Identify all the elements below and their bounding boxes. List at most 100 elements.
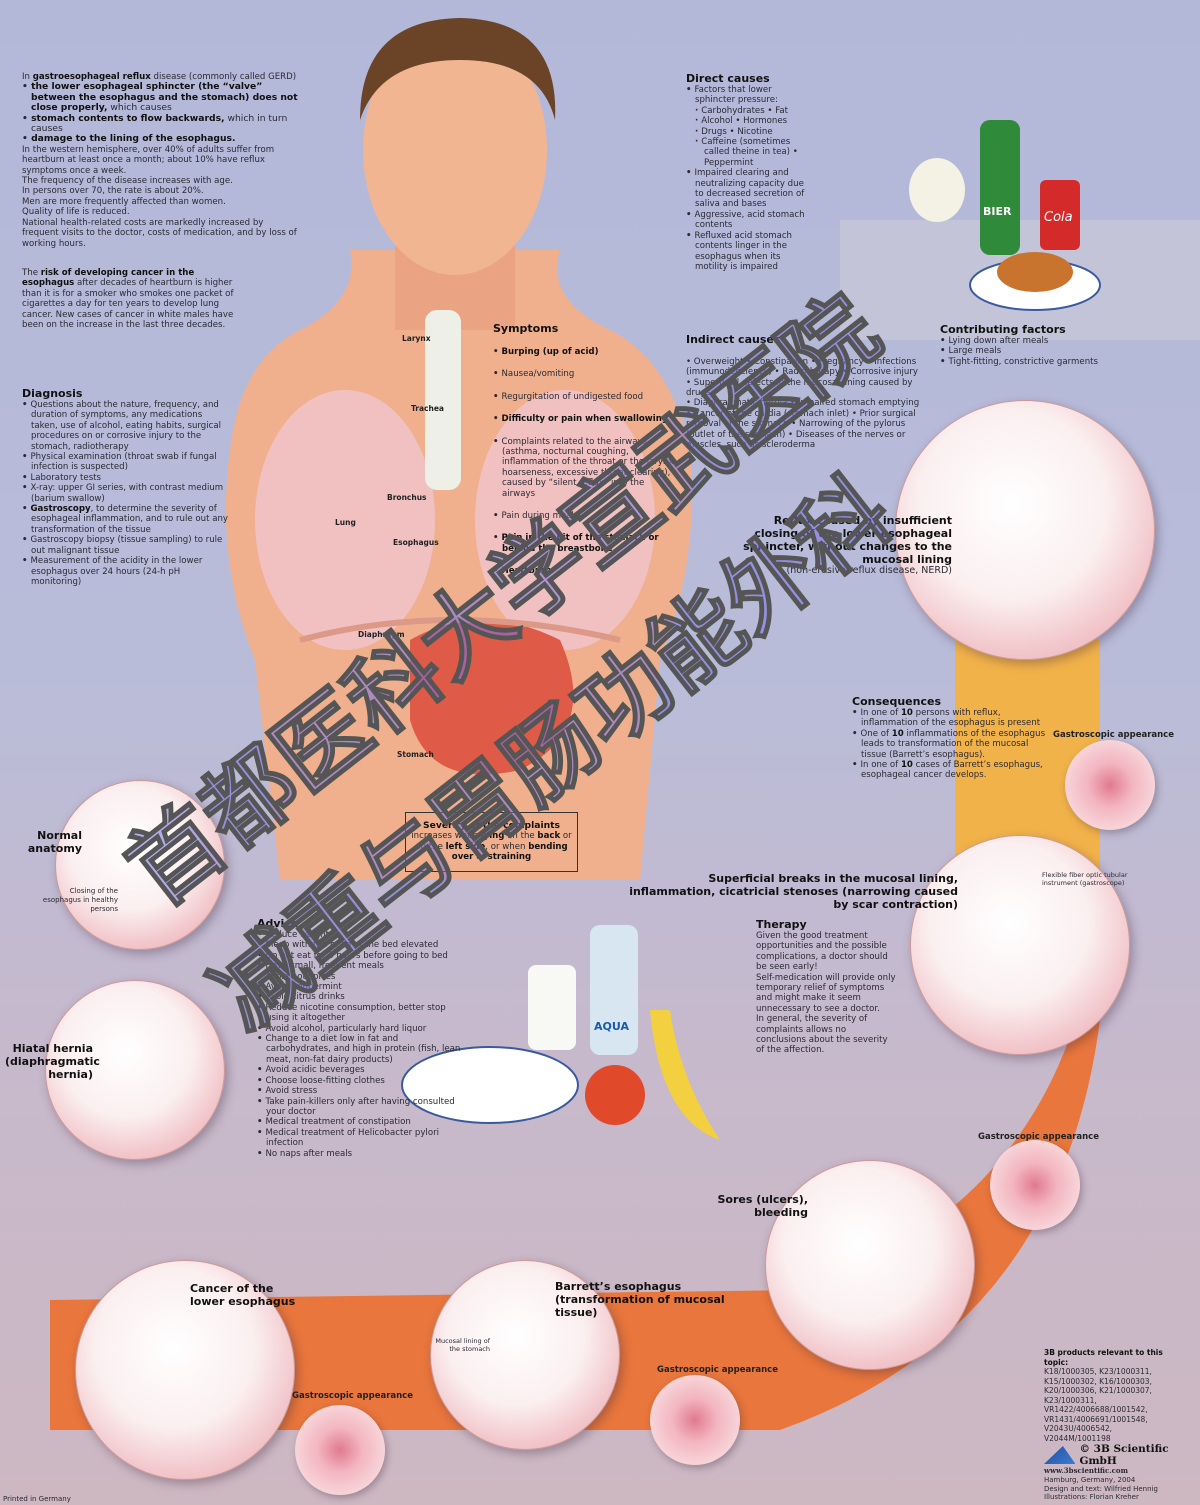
- reflux-caption: Reflux caused by insufficient closing of…: [730, 514, 952, 576]
- 3b-logo-icon: [1044, 1446, 1076, 1464]
- bold-text: bending over: [451, 841, 568, 863]
- severity-title: Severity of the complaints: [422, 820, 560, 831]
- advice-list: Reduce weightSleep with the head of the …: [257, 930, 462, 1159]
- list-item: Avoid peppermint: [257, 982, 462, 992]
- therapy-paragraph: In general, the severity of complaints a…: [756, 1014, 888, 1056]
- list-item: Gastroscopy biopsy (tissue sampling) to …: [22, 535, 230, 556]
- cancer-caption: Cancer of the lower esophagus: [190, 1282, 296, 1308]
- diagnosis-title: Diagnosis: [22, 387, 83, 400]
- list-item: Medical treatment of Helicobacter pylori…: [257, 1128, 462, 1149]
- intro-paragraph: National health-related costs are marked…: [22, 217, 297, 249]
- severity-body: increases when lying on the back or on t…: [406, 831, 577, 862]
- indirect-causes-title: Indirect causes: [686, 333, 781, 347]
- list-item: Gastroscopy, to determine the severity o…: [22, 504, 230, 535]
- list-item: Medical treatment of constipation: [257, 1117, 462, 1127]
- bold-text: stomach contents to flow backwards,: [31, 112, 225, 124]
- list-item: X-ray: upper GI series, with contrast me…: [22, 483, 230, 504]
- consequences-section: Consequences In one of 10 persons with r…: [852, 695, 1047, 781]
- superficial-breaks-closeup: [910, 835, 1130, 1055]
- advice-section: Advice Reduce weightSleep with the head …: [257, 917, 462, 1159]
- direct-causes-intro: Factors that lower sphincter pressure:: [686, 85, 811, 106]
- list-item: Sleep with the head of the bed elevated: [257, 940, 462, 950]
- diaphragm: [299, 617, 621, 643]
- barrett-closeup: [430, 1260, 620, 1450]
- direct-causes-list: Impaired clearing and neutralizing capac…: [686, 168, 811, 272]
- intro-paragraph: In persons over 70, the rate is about 20…: [22, 186, 204, 197]
- water-label: AQUA: [594, 1020, 629, 1033]
- list-item: No naps after meals: [257, 1149, 462, 1159]
- list-item: Regurgitation of undigested food: [493, 392, 678, 402]
- bold-text: damage to the lining of the esophagus.: [31, 133, 236, 145]
- beer-label: BIER: [983, 205, 1012, 218]
- diagnosis-list: Questions about the nature, frequency, a…: [22, 400, 230, 587]
- contributing-factors-list: Lying down after mealsLarge mealsTight-f…: [940, 336, 1100, 367]
- text-run: In one of: [860, 708, 901, 718]
- gastroscopic-label-1: Gastroscopic appearance: [1053, 730, 1174, 740]
- text-run: In one of: [860, 760, 901, 771]
- design-credit: Design and text: Wilfried Hennig: [1044, 1484, 1158, 1493]
- right-lung: [255, 390, 435, 650]
- intro-paragraph: Quality of life is reduced.: [22, 207, 130, 218]
- list-item: Caffeine (sometimes called theine in tea…: [686, 137, 811, 168]
- direct-causes-section: Direct causes Factors that lower sphinct…: [686, 72, 811, 272]
- list-item: Carbohydrates • Fat: [686, 106, 811, 116]
- list-item: Drugs • Nicotine: [686, 127, 811, 137]
- intro-bullet: damage to the lining of the esophagus.: [22, 134, 300, 144]
- milk-glass: [528, 965, 576, 1050]
- list-item: Questions about the nature, frequency, a…: [22, 400, 230, 452]
- list-item: In one of 10 persons with reflux, inflam…: [852, 708, 1047, 729]
- bold-text: 10: [891, 728, 904, 739]
- therapy-title: Therapy: [756, 918, 807, 931]
- text-run: which in turn causes: [31, 112, 288, 135]
- intro-section: In gastroesophageal reflux disease (comm…: [22, 72, 300, 249]
- list-item: Measurement of the acidity in the lower …: [22, 556, 230, 587]
- therapy-section: Therapy Given the good treatment opportu…: [756, 918, 898, 1056]
- label-lung: Lung: [335, 518, 356, 527]
- wine-glass: [909, 158, 965, 222]
- consequences-title: Consequences: [852, 695, 941, 708]
- list-item: Refluxed acid stomach contents linger in…: [686, 231, 811, 273]
- bold-text: Burping (up of acid): [501, 347, 599, 357]
- list-item: Pain in the pit of the stomach or behind…: [493, 533, 678, 554]
- label-stomach: Stomach: [397, 750, 434, 759]
- list-item: Nausea/vomiting: [493, 369, 678, 379]
- intro-line: In gastroesophageal reflux disease (comm…: [22, 72, 300, 82]
- therapy-paragraph: Given the good treatment opportunities a…: [756, 931, 888, 973]
- bold-text: gastroesophageal reflux: [32, 72, 151, 82]
- text-run: on the: [504, 831, 538, 842]
- text-run: increases when: [411, 831, 481, 842]
- bold-text: risk of developing cancer in the esophag…: [22, 268, 195, 289]
- cancer-risk-note: The risk of developing cancer in the eso…: [22, 268, 247, 330]
- intro-paragraph: In the western hemisphere, over 40% of a…: [22, 144, 275, 176]
- publisher-url[interactable]: www.3bscientific.com: [1044, 1466, 1128, 1475]
- list-item: Avoid hot spices: [257, 972, 462, 982]
- contributing-factors-title: Contributing factors: [940, 323, 1066, 336]
- list-item: Large meals: [940, 346, 1100, 356]
- superficial-breaks-caption: Superficial breaks in the mucosal lining…: [629, 872, 958, 911]
- intro-paragraph: The frequency of the disease increases w…: [22, 176, 233, 187]
- list-item: Reduce nicotine consumption, better stop…: [257, 1003, 462, 1024]
- barrett-caption: Barrett’s esophagus (transformation of m…: [555, 1280, 725, 1319]
- bananas: [650, 1010, 720, 1140]
- label-esophagus: Esophagus: [393, 538, 439, 547]
- publisher-block: © 3B Scientific GmbH www.3bscientific.co…: [1044, 1443, 1200, 1502]
- bold-text: Gastroscopy: [30, 504, 91, 515]
- list-item: Impaired clearing and neutralizing capac…: [686, 168, 811, 210]
- cola-can: [1040, 180, 1080, 250]
- reflux-closeup: [895, 400, 1155, 660]
- list-item: Avoid citrus drinks: [257, 992, 462, 1002]
- label-larynx: Larynx: [402, 334, 431, 343]
- publisher-name: © 3B Scientific GmbH: [1079, 1443, 1169, 1467]
- label-trachea: Trachea: [411, 404, 444, 413]
- text-run: , or when: [485, 841, 529, 852]
- bold-text: 10: [900, 760, 913, 771]
- list-item: Avoid stress: [257, 1086, 462, 1096]
- apple: [585, 1065, 645, 1125]
- intro-paragraph: Men are more frequently affected than wo…: [22, 196, 226, 207]
- hair: [360, 18, 556, 120]
- gastroscopic-label-4: Gastroscopic appearance: [292, 1391, 413, 1401]
- list-item: One of 10 inflammations of the esophagus…: [852, 729, 1047, 760]
- severity-box: Severity of the complaints increases whe…: [405, 812, 578, 872]
- sores-caption: Sores (ulcers), bleeding: [717, 1193, 808, 1219]
- bold-text: Pain in the pit of the stomach or behind…: [501, 533, 659, 554]
